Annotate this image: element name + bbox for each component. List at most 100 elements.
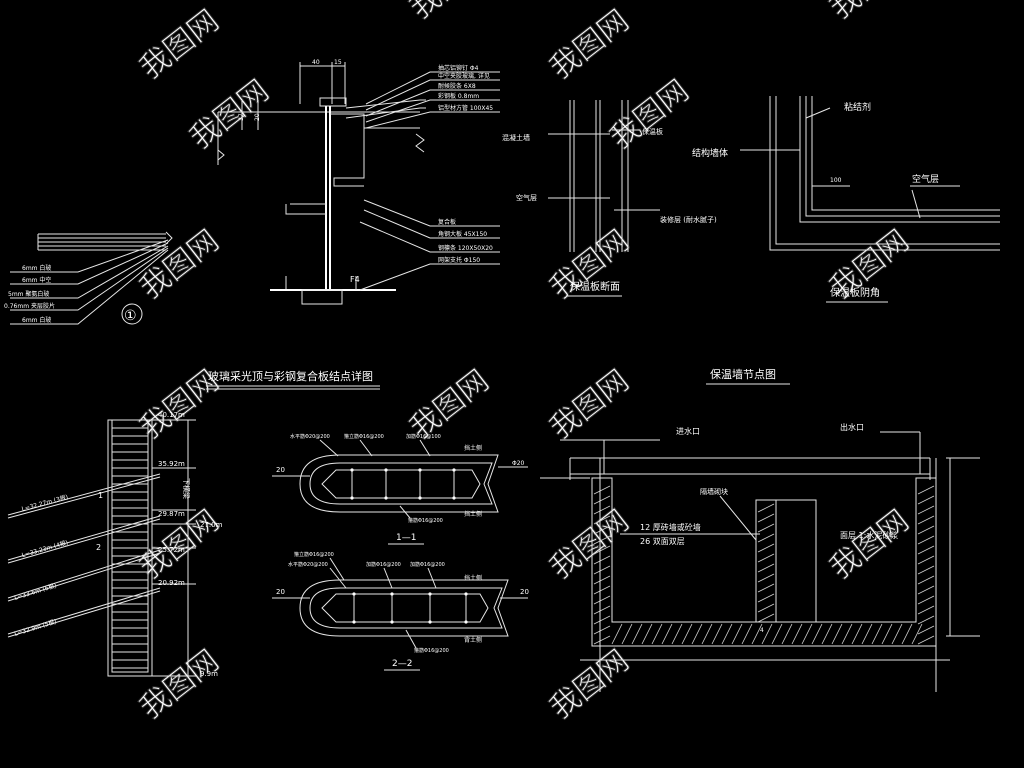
hatch-line [917, 545, 935, 555]
hatch-line [917, 515, 935, 525]
rebar-dot [384, 468, 388, 472]
hatch-line [641, 623, 653, 645]
insulation-corner-detail: 粘结剂 结构墙体 100 空气层 保温板阴角 [692, 96, 1000, 303]
label-adhesive: 粘结剂 [844, 101, 871, 113]
hatch-line [757, 523, 775, 533]
hatch-line [757, 603, 775, 613]
layer-label-leaders [10, 239, 169, 325]
hatch-line [917, 595, 935, 605]
skylight-callout: 中空夹胶玻璃, 详见 [438, 72, 490, 80]
sec1-label: 挡土侧 [464, 444, 482, 452]
rebar-dot [390, 620, 394, 624]
hatch-line [801, 623, 813, 645]
hatch-line [593, 575, 611, 585]
hatch-line [917, 485, 935, 495]
hatch-line [861, 623, 873, 645]
section-1-detail: 20 Φ20 水平筋Φ20@200 箍立筋Φ16@200 加筋Φ16@100 挡… [272, 433, 528, 545]
hatch-line [593, 555, 611, 565]
dim-20: 20 [254, 113, 261, 121]
hatch-line [741, 623, 753, 645]
hatch-line [721, 623, 733, 645]
watermark-text: 我图网 [823, 503, 915, 586]
hatch-line [871, 623, 883, 645]
hatch-line [651, 623, 663, 645]
hatch-line [631, 623, 643, 645]
layer-label: 0.76mm 夹层胶片 [4, 302, 55, 310]
sec2-label: 水平筋Φ20@200 [288, 561, 328, 568]
skylight-detail: 6mm 白玻 6mm 中空 5mm 聚氨白玻 0.76mm 夹层胶片 6mm 白… [4, 59, 500, 390]
hatch-line [593, 505, 611, 515]
hatch-line [791, 623, 803, 645]
hatch-line [881, 623, 893, 645]
section-2-detail: 20 20 箍立筋Φ16@200 水平筋Φ20@200 加筋Φ16@200 加筋… [272, 551, 529, 671]
hatch-line [593, 595, 611, 605]
dim-left-1: 20 [276, 466, 285, 474]
section-marker: 2 [96, 543, 101, 552]
hatch-line [917, 625, 935, 635]
rebar-dot [350, 496, 354, 500]
hatch-line [593, 525, 611, 535]
title-insul-corner: 保温板阴角 [830, 286, 880, 299]
section-marker: 1 [98, 491, 103, 500]
label-inlet: 进水口 [676, 426, 700, 436]
label-outlet: 出水口 [840, 422, 864, 432]
hatch-line [917, 525, 935, 535]
hatch-line [901, 623, 913, 645]
label-finish-layer: 装修层 (耐水腻子) [660, 215, 717, 224]
level-label: 35.92m [158, 460, 185, 468]
hatch-line [701, 623, 713, 645]
hatch-line [593, 615, 611, 625]
hatch-line [593, 605, 611, 615]
hatch-line [757, 583, 775, 593]
hatch-line [831, 623, 843, 645]
sec1-label: 水平筋Φ20@200 [290, 433, 330, 440]
dim-15: 15 [334, 59, 342, 66]
sec2-label: 加筋Φ16@200 [410, 561, 445, 568]
skylight-callout: 角钢大板 45X150 [438, 230, 487, 238]
hatch-line [757, 543, 775, 553]
skylight-callout: 耐候胶条 6X8 [438, 82, 476, 90]
hatch-line [757, 553, 775, 563]
sec2-label: 箍立筋Φ16@200 [294, 551, 334, 558]
watermark-text: 我图网 [183, 73, 275, 156]
hatch-line [593, 495, 611, 505]
hatch-line [593, 485, 611, 495]
hatch-line [891, 623, 903, 645]
label-air-layer-corner: 空气层 [912, 173, 939, 185]
anchor-label: L=33.23m (4根) [21, 538, 69, 559]
label-wall-1: 12 厚砖墙或砼墙 [640, 522, 701, 532]
rebar-dot [428, 592, 432, 596]
sec2-label: 背土侧 [464, 636, 482, 644]
hatch-line [821, 623, 833, 645]
watermark-text: 我图网 [543, 363, 635, 446]
title-skylight: 玻璃采光顶与彩钢复合板结点详图 [208, 369, 373, 383]
dim-40: 40 [312, 59, 320, 66]
hatch-line [757, 533, 775, 543]
section-2-rebar [352, 592, 468, 624]
title-wall-node: 保温墙节点图 [710, 367, 776, 381]
hatch-line [917, 605, 935, 615]
hatch-line [611, 623, 623, 645]
hatch-line [593, 585, 611, 595]
rebar-dot [452, 496, 456, 500]
hatch-line [811, 623, 823, 645]
rebar-dot [418, 468, 422, 472]
hatch-line [661, 623, 673, 645]
hatch-line [911, 623, 923, 645]
hatch-line [917, 535, 935, 545]
hatch-line [917, 565, 935, 575]
watermark-text: 我图网 [133, 643, 225, 726]
rebar-dot [352, 620, 356, 624]
hatch-line [731, 623, 743, 645]
level-label: 20.92m [158, 579, 185, 587]
watermark-text: 我图网 [543, 3, 635, 86]
hatch-line [711, 623, 723, 645]
sec1-label: 加筋Φ16@100 [406, 433, 441, 440]
skylight-callout: 铝型材方管 100X45 [438, 104, 493, 112]
dim-right-1: Φ20 [512, 460, 525, 467]
sec1-label: 箍立筋Φ16@200 [344, 433, 384, 440]
anchor-label: L=32.9m (5根) [13, 617, 57, 638]
skylight-callout: 网架支托 Φ150 [438, 256, 480, 264]
section-1-rebar [350, 468, 456, 500]
hatch-line [761, 623, 773, 645]
